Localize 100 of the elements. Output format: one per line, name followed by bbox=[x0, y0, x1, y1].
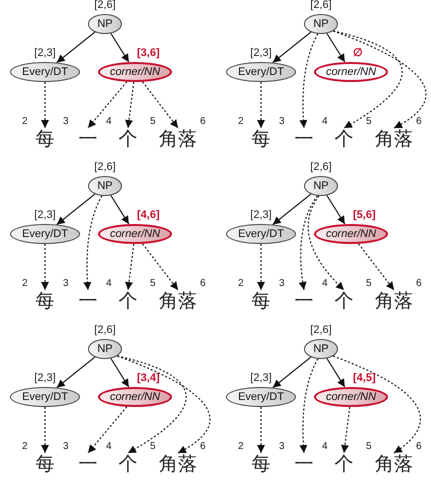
span-label: [2,6] bbox=[94, 0, 116, 12]
position-number: 3 bbox=[63, 278, 69, 290]
position-number: 6 bbox=[416, 441, 422, 453]
position-number: 2 bbox=[22, 441, 28, 453]
span-label: [2,3] bbox=[34, 47, 56, 60]
tree-node: corner/NN bbox=[314, 387, 388, 407]
arrow bbox=[41, 244, 49, 290]
position-number: 4 bbox=[106, 441, 112, 453]
position-number: 4 bbox=[322, 441, 328, 453]
span-label: [5,6] bbox=[353, 209, 376, 222]
arrow bbox=[332, 356, 421, 454]
arrow bbox=[358, 243, 394, 290]
position-number: 5 bbox=[150, 441, 156, 453]
word: 一 bbox=[78, 290, 98, 312]
arrow bbox=[125, 244, 134, 290]
span-label: [2,3] bbox=[250, 372, 272, 385]
word: 一 bbox=[78, 453, 98, 475]
arrow bbox=[326, 195, 346, 224]
word: 每 bbox=[252, 290, 270, 312]
position-number: 4 bbox=[106, 116, 112, 128]
position-number: 5 bbox=[366, 441, 372, 453]
span-label: [2,3] bbox=[34, 372, 56, 385]
word: 角落 bbox=[159, 453, 197, 475]
tree-node: NP bbox=[88, 14, 122, 34]
word: 一 bbox=[78, 128, 98, 150]
span-label: [2,6] bbox=[94, 161, 116, 174]
arrow bbox=[116, 355, 210, 454]
tree-node: NP bbox=[88, 176, 122, 196]
arrow bbox=[308, 196, 344, 290]
arrow bbox=[88, 81, 128, 128]
tree-node: NP bbox=[304, 176, 338, 196]
word: 每 bbox=[252, 453, 270, 475]
word: 个 bbox=[118, 128, 138, 150]
tree-node: NP bbox=[304, 14, 338, 34]
tree-node: Every/DT bbox=[226, 62, 296, 82]
span-label: [2,3] bbox=[34, 209, 56, 222]
tree-node: corner/NN bbox=[98, 62, 172, 82]
arrow bbox=[257, 407, 265, 453]
arrow bbox=[142, 81, 178, 128]
arrow bbox=[299, 358, 318, 454]
position-number: 6 bbox=[200, 441, 206, 453]
arrow bbox=[110, 33, 130, 62]
word: 角落 bbox=[159, 128, 197, 150]
arrow bbox=[117, 355, 186, 454]
arrow bbox=[257, 244, 265, 290]
tree-node: corner/NN bbox=[98, 387, 172, 407]
word: 个 bbox=[334, 453, 354, 475]
arrow bbox=[341, 406, 350, 454]
span-label: [3,4] bbox=[137, 372, 160, 385]
word: 每 bbox=[252, 128, 270, 150]
arrow bbox=[41, 407, 49, 453]
arrow bbox=[326, 33, 346, 62]
span-label: [4,6] bbox=[137, 209, 160, 222]
arrow bbox=[88, 406, 128, 454]
position-number: 6 bbox=[416, 278, 422, 290]
word: 角落 bbox=[375, 128, 413, 150]
position-number: 3 bbox=[63, 441, 69, 453]
tree-node: Every/DT bbox=[226, 387, 296, 407]
position-number: 6 bbox=[416, 116, 422, 128]
position-number: 5 bbox=[150, 116, 156, 128]
word: 角落 bbox=[375, 290, 413, 312]
arrow bbox=[299, 34, 318, 128]
span-label: [2,6] bbox=[94, 324, 116, 337]
span-label: [2,3] bbox=[250, 47, 272, 60]
position-number: 2 bbox=[238, 441, 244, 453]
arrow bbox=[298, 195, 318, 290]
word: 个 bbox=[118, 453, 138, 475]
arrow bbox=[326, 358, 346, 388]
tree-node: Every/DT bbox=[10, 62, 80, 82]
tree-node: corner/NN bbox=[98, 224, 172, 244]
position-number: 4 bbox=[322, 278, 328, 290]
position-number: 5 bbox=[366, 116, 372, 128]
position-number: 3 bbox=[63, 116, 69, 128]
word: 每 bbox=[36, 128, 54, 150]
tree-node: NP bbox=[88, 339, 122, 359]
position-number: 5 bbox=[150, 278, 156, 290]
word: 个 bbox=[118, 290, 138, 312]
arrow bbox=[333, 30, 402, 128]
arrow bbox=[110, 358, 130, 388]
position-number: 2 bbox=[238, 278, 244, 290]
span-label: ∅ bbox=[353, 47, 363, 60]
span-label: [4,5] bbox=[353, 372, 376, 385]
position-number: 3 bbox=[279, 116, 285, 128]
tree-node: corner/NN bbox=[314, 62, 388, 82]
word: 每 bbox=[36, 290, 54, 312]
position-number: 2 bbox=[22, 278, 28, 290]
arrow bbox=[142, 243, 178, 290]
word: 一 bbox=[294, 128, 314, 150]
word: 一 bbox=[294, 290, 314, 312]
span-label: [2,6] bbox=[310, 161, 332, 174]
arrow bbox=[272, 32, 312, 64]
position-number: 4 bbox=[106, 278, 112, 290]
word: 角落 bbox=[375, 453, 413, 475]
tree-node: Every/DT bbox=[226, 224, 296, 244]
arrow bbox=[56, 194, 96, 226]
position-number: 5 bbox=[366, 278, 372, 290]
arrow bbox=[56, 356, 96, 388]
arrow bbox=[41, 82, 49, 128]
arrow bbox=[56, 32, 96, 64]
word: 角落 bbox=[159, 290, 197, 312]
